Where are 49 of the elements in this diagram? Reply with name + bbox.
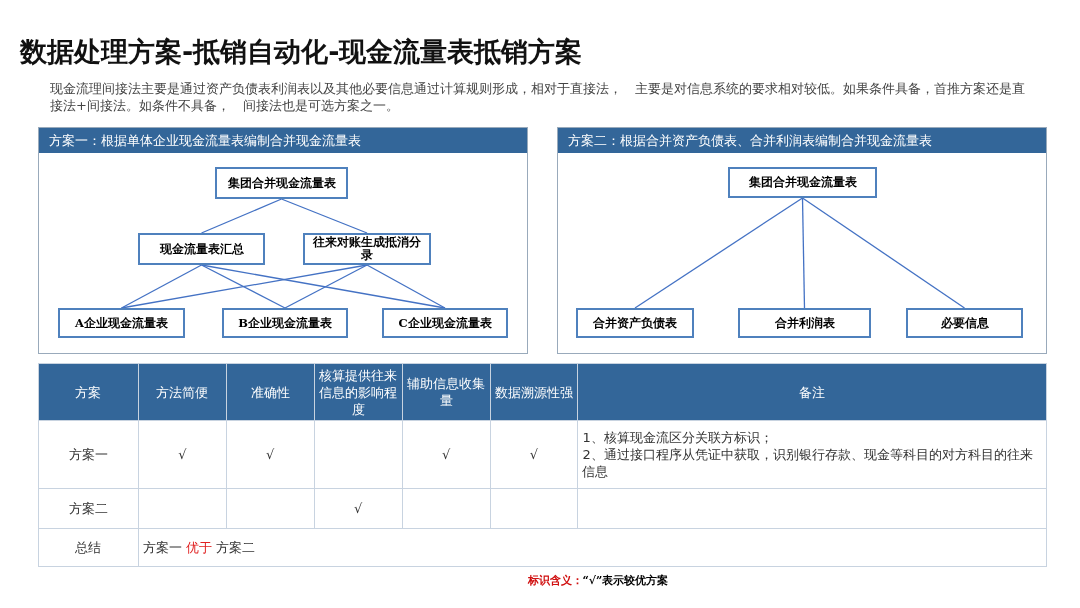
summary-text: 方案二 <box>215 540 255 555</box>
table-header: 数据溯源性强 <box>490 363 578 421</box>
process-box: A企业现金流量表 <box>58 308 185 338</box>
connector-line <box>200 264 286 309</box>
row-label: 方案一 <box>38 420 139 489</box>
connector-line <box>801 197 966 309</box>
note-text: 2、通过接口程序从凭证中获取，识别银行存款、现金等科目的对方科目的往来信息 <box>582 446 1034 480</box>
process-box: 集团合并现金流量表 <box>215 167 348 199</box>
process-box: 往来对账生成抵消分录 <box>303 233 431 265</box>
connector-line <box>366 264 446 309</box>
process-box: 合并资产负债表 <box>576 308 694 338</box>
connector-line <box>120 264 203 309</box>
note-text: 1、核算现金流区分关联方标识； <box>582 429 774 446</box>
panel-heading: 方案一：根据单体企业现金流量表编制合并现金流量表 <box>39 128 527 153</box>
summary-text: 方案一 <box>142 540 182 555</box>
connector-line <box>280 198 368 234</box>
process-box: 集团合并现金流量表 <box>728 167 877 198</box>
process-box: 合并利润表 <box>738 308 871 338</box>
table-header: 准确性 <box>226 363 315 421</box>
page-title: 数据处理方案-抵销自动化-现金流量表抵销方案 <box>20 35 583 69</box>
check-mark: √ <box>314 488 403 529</box>
check-mark: √ <box>490 420 578 489</box>
table-header: 方法简便 <box>138 363 227 421</box>
process-box: 必要信息 <box>906 308 1023 338</box>
check-mark: √ <box>226 420 315 489</box>
process-box: B企业现金流量表 <box>222 308 348 338</box>
summary-text: 优于 <box>185 540 212 555</box>
table-header: 核算提供往来信息的影响程度 <box>314 363 403 421</box>
intro-paragraph: 现金流理间接法主要是通过资产负债表利润表以及其他必要信息通过计算规则形成，相对于直接法， 主要是对信息系统的要求相对较低。如果条件具备，首推方案还是直接法+间接法。如条件不具备， 间接法也是可选方案之一。 <box>50 80 1026 114</box>
footnote-text: 标识含义： <box>527 574 583 587</box>
table-header: 方案 <box>38 363 139 421</box>
table-header: 备注 <box>577 363 1047 421</box>
process-box: 现金流量表汇总 <box>138 233 265 265</box>
table-header: 辅助信息收集量 <box>402 363 491 421</box>
check-mark: √ <box>138 420 227 489</box>
connector-line <box>120 264 368 309</box>
connector-line <box>634 197 804 309</box>
panel-frame <box>38 127 528 354</box>
row-label: 总结 <box>38 528 139 567</box>
process-box: C企业现金流量表 <box>382 308 508 338</box>
connector-line <box>284 264 368 309</box>
connector-line <box>200 198 283 234</box>
check-mark: √ <box>402 420 491 489</box>
panel-heading: 方案二：根据合并资产负债表、合并利润表编制合并现金流量表 <box>558 128 1046 153</box>
connector-line <box>801 197 806 309</box>
row-label: 方案二 <box>38 488 139 529</box>
panel-frame <box>557 127 1047 354</box>
footnote-text: “√”表示较优方案 <box>582 574 669 587</box>
connector-line <box>200 264 446 309</box>
